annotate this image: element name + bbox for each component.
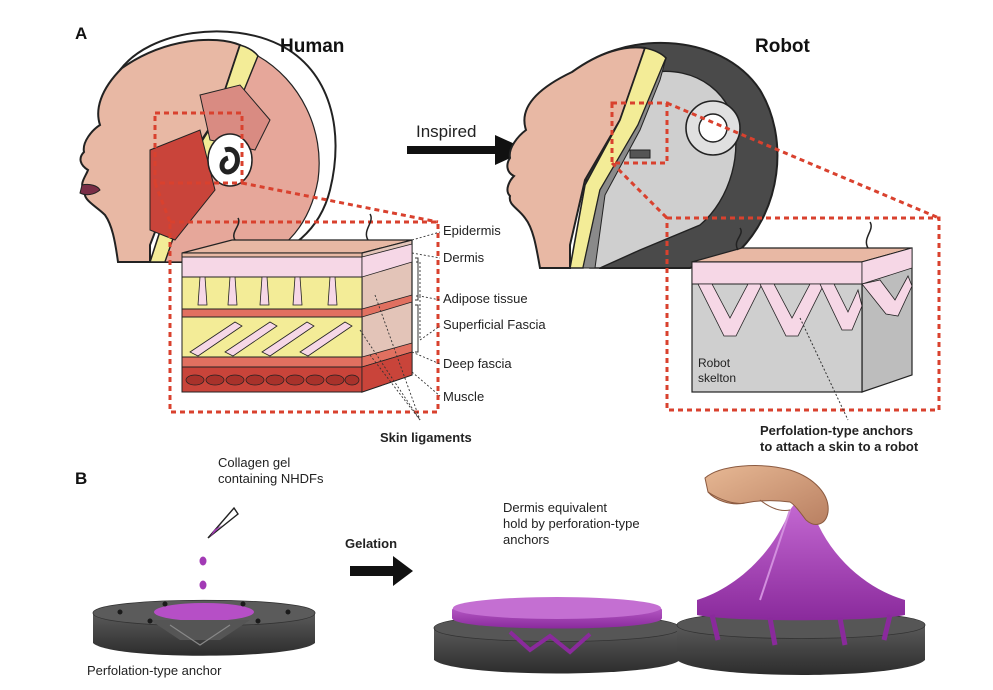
label-superficial-fascia: Superficial Fascia xyxy=(443,317,546,332)
label-epidermis: Epidermis xyxy=(443,223,501,238)
label-anchors-2: to attach a skin to a robot xyxy=(760,439,919,454)
label-skin-ligaments: Skin ligaments xyxy=(380,430,472,445)
anchor-disk-left xyxy=(92,599,316,656)
inspired-arrow xyxy=(407,135,528,165)
inspired-label: Inspired xyxy=(416,122,477,141)
tented-skin-disk xyxy=(676,498,926,675)
human-head xyxy=(79,30,337,263)
label-dermis-equivalent-1: Dermis equivalent xyxy=(503,500,608,515)
human-skin-block xyxy=(181,213,413,393)
label-anchors-1: Perfolation-type anchors xyxy=(760,423,914,438)
panel-a-letter: A xyxy=(75,24,88,43)
label-collagen-2: containing NHDFs xyxy=(218,471,324,486)
gelation-arrow xyxy=(350,556,413,586)
robot-title: Robot xyxy=(755,36,810,57)
label-adipose: Adipose tissue xyxy=(443,291,528,306)
human-zoom-box xyxy=(153,111,440,414)
label-robot-skeleton-1: Robot xyxy=(698,356,731,370)
label-dermis: Dermis xyxy=(443,250,485,265)
robot-head xyxy=(506,42,779,269)
pipette-tip xyxy=(199,506,239,590)
label-deep-fascia: Deep fascia xyxy=(443,356,512,371)
layer-brackets xyxy=(415,257,419,353)
robot-skin-block xyxy=(691,221,913,421)
panel-b-letter: B xyxy=(75,469,88,488)
label-dermis-equivalent-2: hold by perforation-type xyxy=(503,516,640,531)
hand xyxy=(704,465,829,525)
label-anchor-caption: Perfolation-type anchor xyxy=(87,663,222,678)
robot-zoom-box xyxy=(610,101,941,412)
dermis-disk xyxy=(433,597,681,674)
label-gelation: Gelation xyxy=(345,536,398,551)
label-robot-skeleton-2: skelton xyxy=(698,371,737,385)
label-muscle: Muscle xyxy=(443,389,485,404)
layer-leader-lines xyxy=(359,231,441,421)
label-dermis-equivalent-3: anchors xyxy=(503,532,550,547)
label-collagen-1: Collagen gel xyxy=(218,455,291,470)
human-title: Human xyxy=(280,36,345,57)
